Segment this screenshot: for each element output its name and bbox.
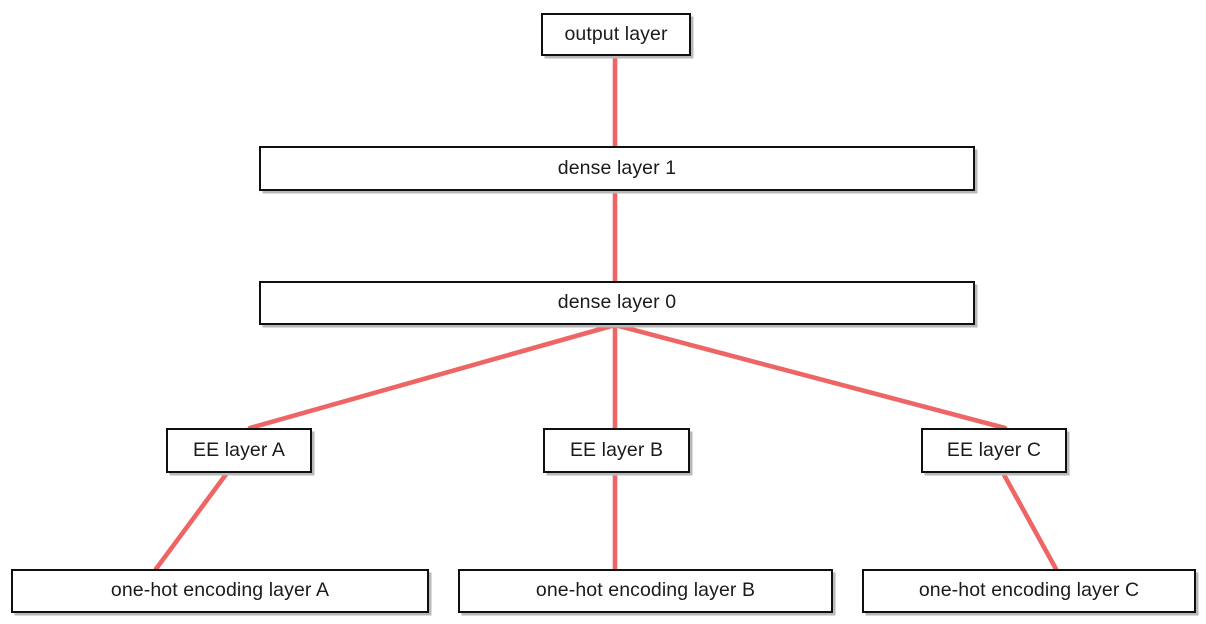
node-ee-layer-b[interactable]: EE layer B [543, 428, 690, 473]
node-ee-layer-c[interactable]: EE layer C [921, 428, 1067, 473]
node-one-hot-encoding-layer-a[interactable]: one-hot encoding layer A [11, 569, 429, 613]
node-dense-layer-1[interactable]: dense layer 1 [259, 146, 975, 191]
node-dense-layer-0[interactable]: dense layer 0 [259, 281, 975, 325]
node-ee-layer-a[interactable]: EE layer A [166, 428, 312, 473]
node-label-ee-layer-c: EE layer C [946, 438, 1042, 461]
node-label-ee-layer-a: EE layer A [192, 438, 286, 461]
edge-ohc-eec [1000, 470, 1059, 572]
node-one-hot-encoding-layer-c[interactable]: one-hot encoding layer C [862, 569, 1196, 613]
edge-eea-dense0 [247, 322, 618, 431]
node-label-dense-layer-1: dense layer 1 [557, 156, 677, 179]
node-label-dense-layer-0: dense layer 0 [557, 291, 677, 314]
node-label-one-hot-encoding-layer-b: one-hot encoding layer B [535, 579, 756, 602]
node-label-output-layer: output layer [564, 22, 668, 45]
node-output-layer[interactable]: output layer [541, 13, 691, 56]
node-one-hot-encoding-layer-b[interactable]: one-hot encoding layer B [458, 569, 833, 613]
node-label-one-hot-encoding-layer-c: one-hot encoding layer C [918, 579, 1140, 602]
node-label-one-hot-encoding-layer-a: one-hot encoding layer A [110, 579, 330, 602]
edge-eec-dense0 [612, 322, 1008, 431]
node-label-ee-layer-b: EE layer B [569, 438, 664, 461]
edge-oha-eea [153, 470, 230, 572]
